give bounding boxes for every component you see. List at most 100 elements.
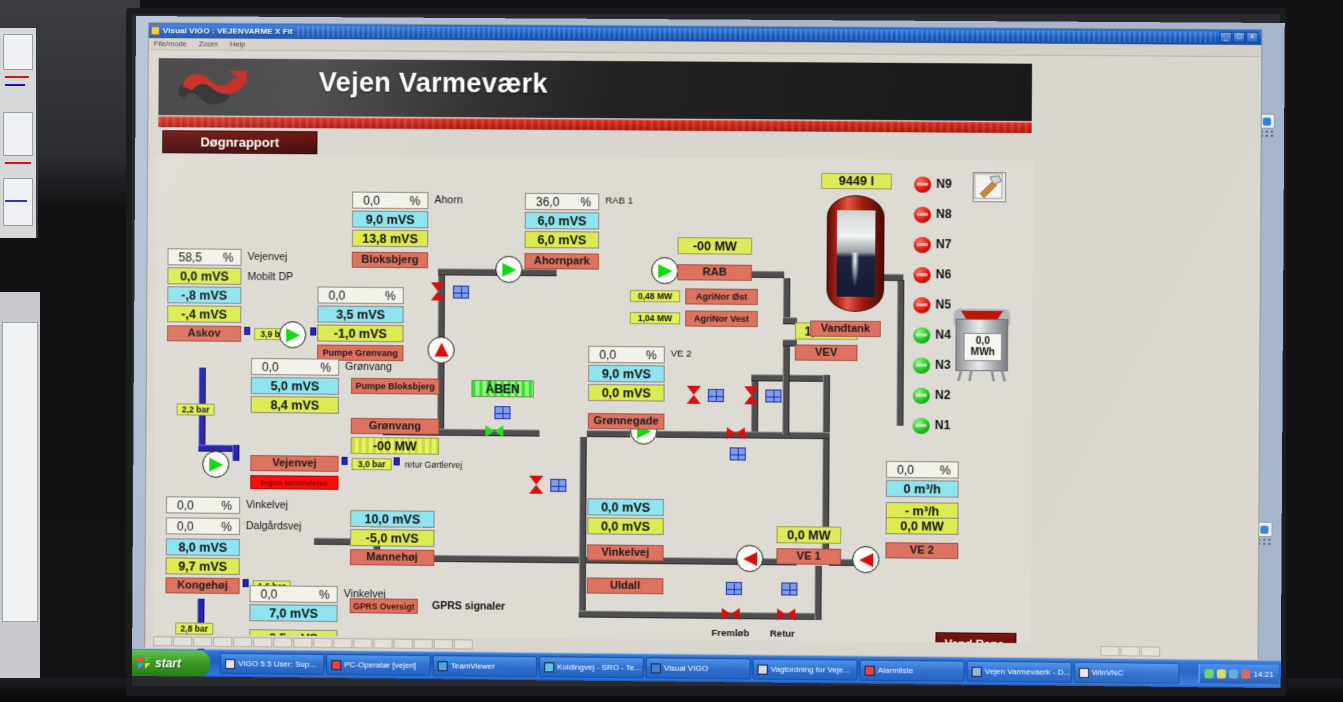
menu-zoom[interactable]: Zoom [198, 39, 219, 49]
dalgardsvej-percent-readout[interactable]: 0,0 % [165, 517, 241, 536]
ve1-tag[interactable]: VE 1 [776, 548, 842, 565]
tray-icon-1[interactable] [1204, 669, 1214, 679]
tray-icon-3[interactable] [1228, 669, 1239, 679]
vev-tag[interactable]: VEV [794, 344, 858, 362]
mannehoj-tag[interactable]: Mannehøj [349, 549, 435, 566]
taskbar-clock[interactable]: 14:21 [1253, 669, 1274, 679]
taskbar-item-label: TeamViewer [450, 661, 495, 671]
close-button[interactable]: × [1246, 31, 1259, 44]
vinkelvej-return[interactable]: 0,0 mVS [587, 517, 664, 536]
askov-tag[interactable]: Askov [167, 325, 242, 342]
pump-vejenvej-symbol[interactable] [202, 450, 230, 478]
taskbar-item-koldingvej[interactable]: Koldingvej - SRO - Te... [539, 656, 644, 679]
taskbar-item-winvnc[interactable]: WinVNC [1073, 661, 1180, 685]
gronvang-return[interactable]: 8,4 mVS [250, 396, 339, 414]
mobilt-dp-readout[interactable]: 0,0 mVS [167, 267, 242, 285]
ve1-power[interactable]: 0,0 MW [776, 526, 842, 544]
pump-ve1-symbol[interactable] [736, 544, 764, 573]
menu-help[interactable]: Help [229, 39, 246, 49]
minimize-button[interactable]: _ [1219, 31, 1232, 43]
gronnegade-tag[interactable]: Grønnegade [587, 412, 665, 430]
gprs-oversigt-button[interactable]: GPRS Oversigt [349, 598, 418, 614]
taskbar-item-alarmliste[interactable]: Alarmliste [859, 659, 965, 682]
pump-ahornpark-symbol[interactable] [495, 255, 523, 284]
pump-bloksbjerg-symbol[interactable] [427, 336, 455, 364]
uldall-tag[interactable]: Uldall [586, 577, 664, 595]
dalgardsvej-supply[interactable]: 7,0 mVS [249, 604, 338, 623]
valve-center-actuator[interactable] [494, 406, 511, 420]
valve-lower-center-actuator[interactable] [550, 478, 567, 493]
menu-file-mode[interactable]: File/mode [153, 39, 187, 49]
taskbar-item-visual-vigo[interactable]: Visual VIGO [645, 657, 751, 680]
rab1-supply[interactable]: 6,0 mVS [524, 211, 600, 230]
ve2-flow[interactable]: 0 m³/h [885, 479, 959, 498]
agrinor-ost-tag[interactable]: AgriNor Øst [685, 288, 758, 306]
mannehoj-return[interactable]: -5,0 mVS [350, 529, 435, 547]
ahorn-supply[interactable]: 9,0 mVS [352, 210, 429, 229]
taskbar-item-vigo55[interactable]: VIGO 5.5 User: Sup... [220, 652, 325, 676]
askov-return-readout[interactable]: -,4 mVS [167, 305, 242, 323]
ve2-top-supply[interactable]: 9,0 mVS [588, 364, 665, 383]
vejenvej-percent-readout[interactable]: 58,5 % [167, 248, 242, 266]
tray-icon-4[interactable] [1241, 669, 1251, 679]
vinkelvej-supply[interactable]: 0,0 mVS [587, 498, 664, 517]
vejenvej-label: Vejenvej [247, 250, 288, 264]
pumpe-gronvang-return[interactable]: -1,0 mVS [317, 324, 404, 343]
pumpe-gronvang-supply[interactable]: 3,5 mVS [317, 305, 404, 324]
fremlob-actuator[interactable] [725, 581, 743, 596]
taskbar-item-label: VIGO 5.5 User: Sup... [238, 659, 317, 669]
dognrapport-button[interactable]: Døgnrapport [162, 130, 318, 155]
tools-button[interactable] [972, 171, 1007, 203]
ahornpark-tag[interactable]: Ahornpark [524, 252, 599, 270]
gronvang-supply[interactable]: 5,0 mVS [250, 376, 340, 395]
pumpe-gronvang-percent-value: 0,0 [328, 288, 346, 303]
tray-icon-2[interactable] [1216, 669, 1226, 679]
valve-gronnegade-3-actuator[interactable] [729, 447, 746, 461]
pump-ve2-symbol[interactable] [852, 545, 880, 574]
gronvang-power[interactable]: -00 MW [350, 436, 440, 455]
rab1-percent[interactable]: 36,0 % [524, 192, 600, 211]
start-button[interactable]: start [131, 649, 211, 677]
rab1-percent-unit: % [580, 194, 592, 209]
ve2-tag[interactable]: VE 2 [885, 542, 959, 560]
vinkelvej-tag-right[interactable]: Vinkelvej [587, 544, 664, 562]
askov-supply-readout[interactable]: -,8 mVS [167, 286, 242, 304]
retur-actuator[interactable] [781, 582, 798, 596]
valve-gronnegade-1-actuator[interactable] [707, 388, 725, 403]
vinkelvej-percent-readout[interactable]: 0,0 % [165, 496, 241, 514]
valve-bloksbjerg-actuator[interactable] [452, 285, 470, 299]
plant-header-banner: Vejen Varmeværk [158, 58, 1033, 122]
kongehoj-tag[interactable]: Kongehøj [165, 577, 240, 595]
ahorn-percent[interactable]: 0,0 % [352, 191, 429, 210]
ahorn-return[interactable]: 13,8 mVS [351, 229, 429, 248]
mannehoj-supply[interactable]: 10,0 mVS [350, 510, 435, 528]
taskbar-item-vagtordning[interactable]: Vagtordning for Veje... [752, 658, 858, 681]
taskbar-item-pc-operator[interactable]: PC-Operatør [vejen] [326, 653, 431, 677]
bloksbjerg-tag[interactable]: Bloksbjerg [351, 251, 429, 269]
ve2-percent[interactable]: 0,0 % [885, 460, 959, 479]
kongehoj-supply[interactable]: 8,0 mVS [165, 538, 240, 557]
kongehoj-return[interactable]: 9,7 mVS [165, 557, 240, 576]
pump-rab-symbol[interactable] [651, 256, 679, 285]
gronvang-percent[interactable]: 0,0 % [250, 357, 340, 376]
vandtank-tag[interactable]: Vandtank [810, 320, 881, 338]
pumpe-gronvang-percent[interactable]: 0,0 % [317, 286, 404, 305]
ve2-top-return[interactable]: 0,0 mVS [588, 383, 665, 402]
maximize-button[interactable]: □ [1232, 31, 1246, 43]
valve-gronnegade-2-actuator[interactable] [765, 389, 782, 403]
taskbar-item-teamviewer[interactable]: TeamViewer [432, 655, 538, 678]
rab-power[interactable]: -00 MW [677, 237, 753, 255]
taskbar-item-vejen-varmevaerk[interactable]: Vejen Varmevaerk - D... [966, 660, 1072, 683]
pump-gronvang-connector [310, 327, 317, 336]
pump-gronvang-symbol[interactable] [279, 321, 307, 349]
rab1-return[interactable]: 6,0 mVS [524, 230, 600, 249]
ve2-power[interactable]: 0,0 MW [885, 517, 959, 535]
agrinor-vest-tag[interactable]: AgriNor Vest [685, 310, 758, 328]
rab-tag[interactable]: RAB [677, 264, 753, 281]
vejenvej-tag[interactable]: Vejenvej [250, 455, 339, 472]
ve2-top-percent[interactable]: 0,0 % [588, 345, 665, 364]
gronvang-tag[interactable]: Grønvang [350, 417, 440, 435]
koldingvej-icon [544, 661, 555, 672]
dalgardsvej-vinkelvej-percent[interactable]: 0,0 % [249, 585, 338, 604]
pumpe-bloksbjerg-tag[interactable]: Pumpe Bloksbjerg [350, 377, 440, 395]
